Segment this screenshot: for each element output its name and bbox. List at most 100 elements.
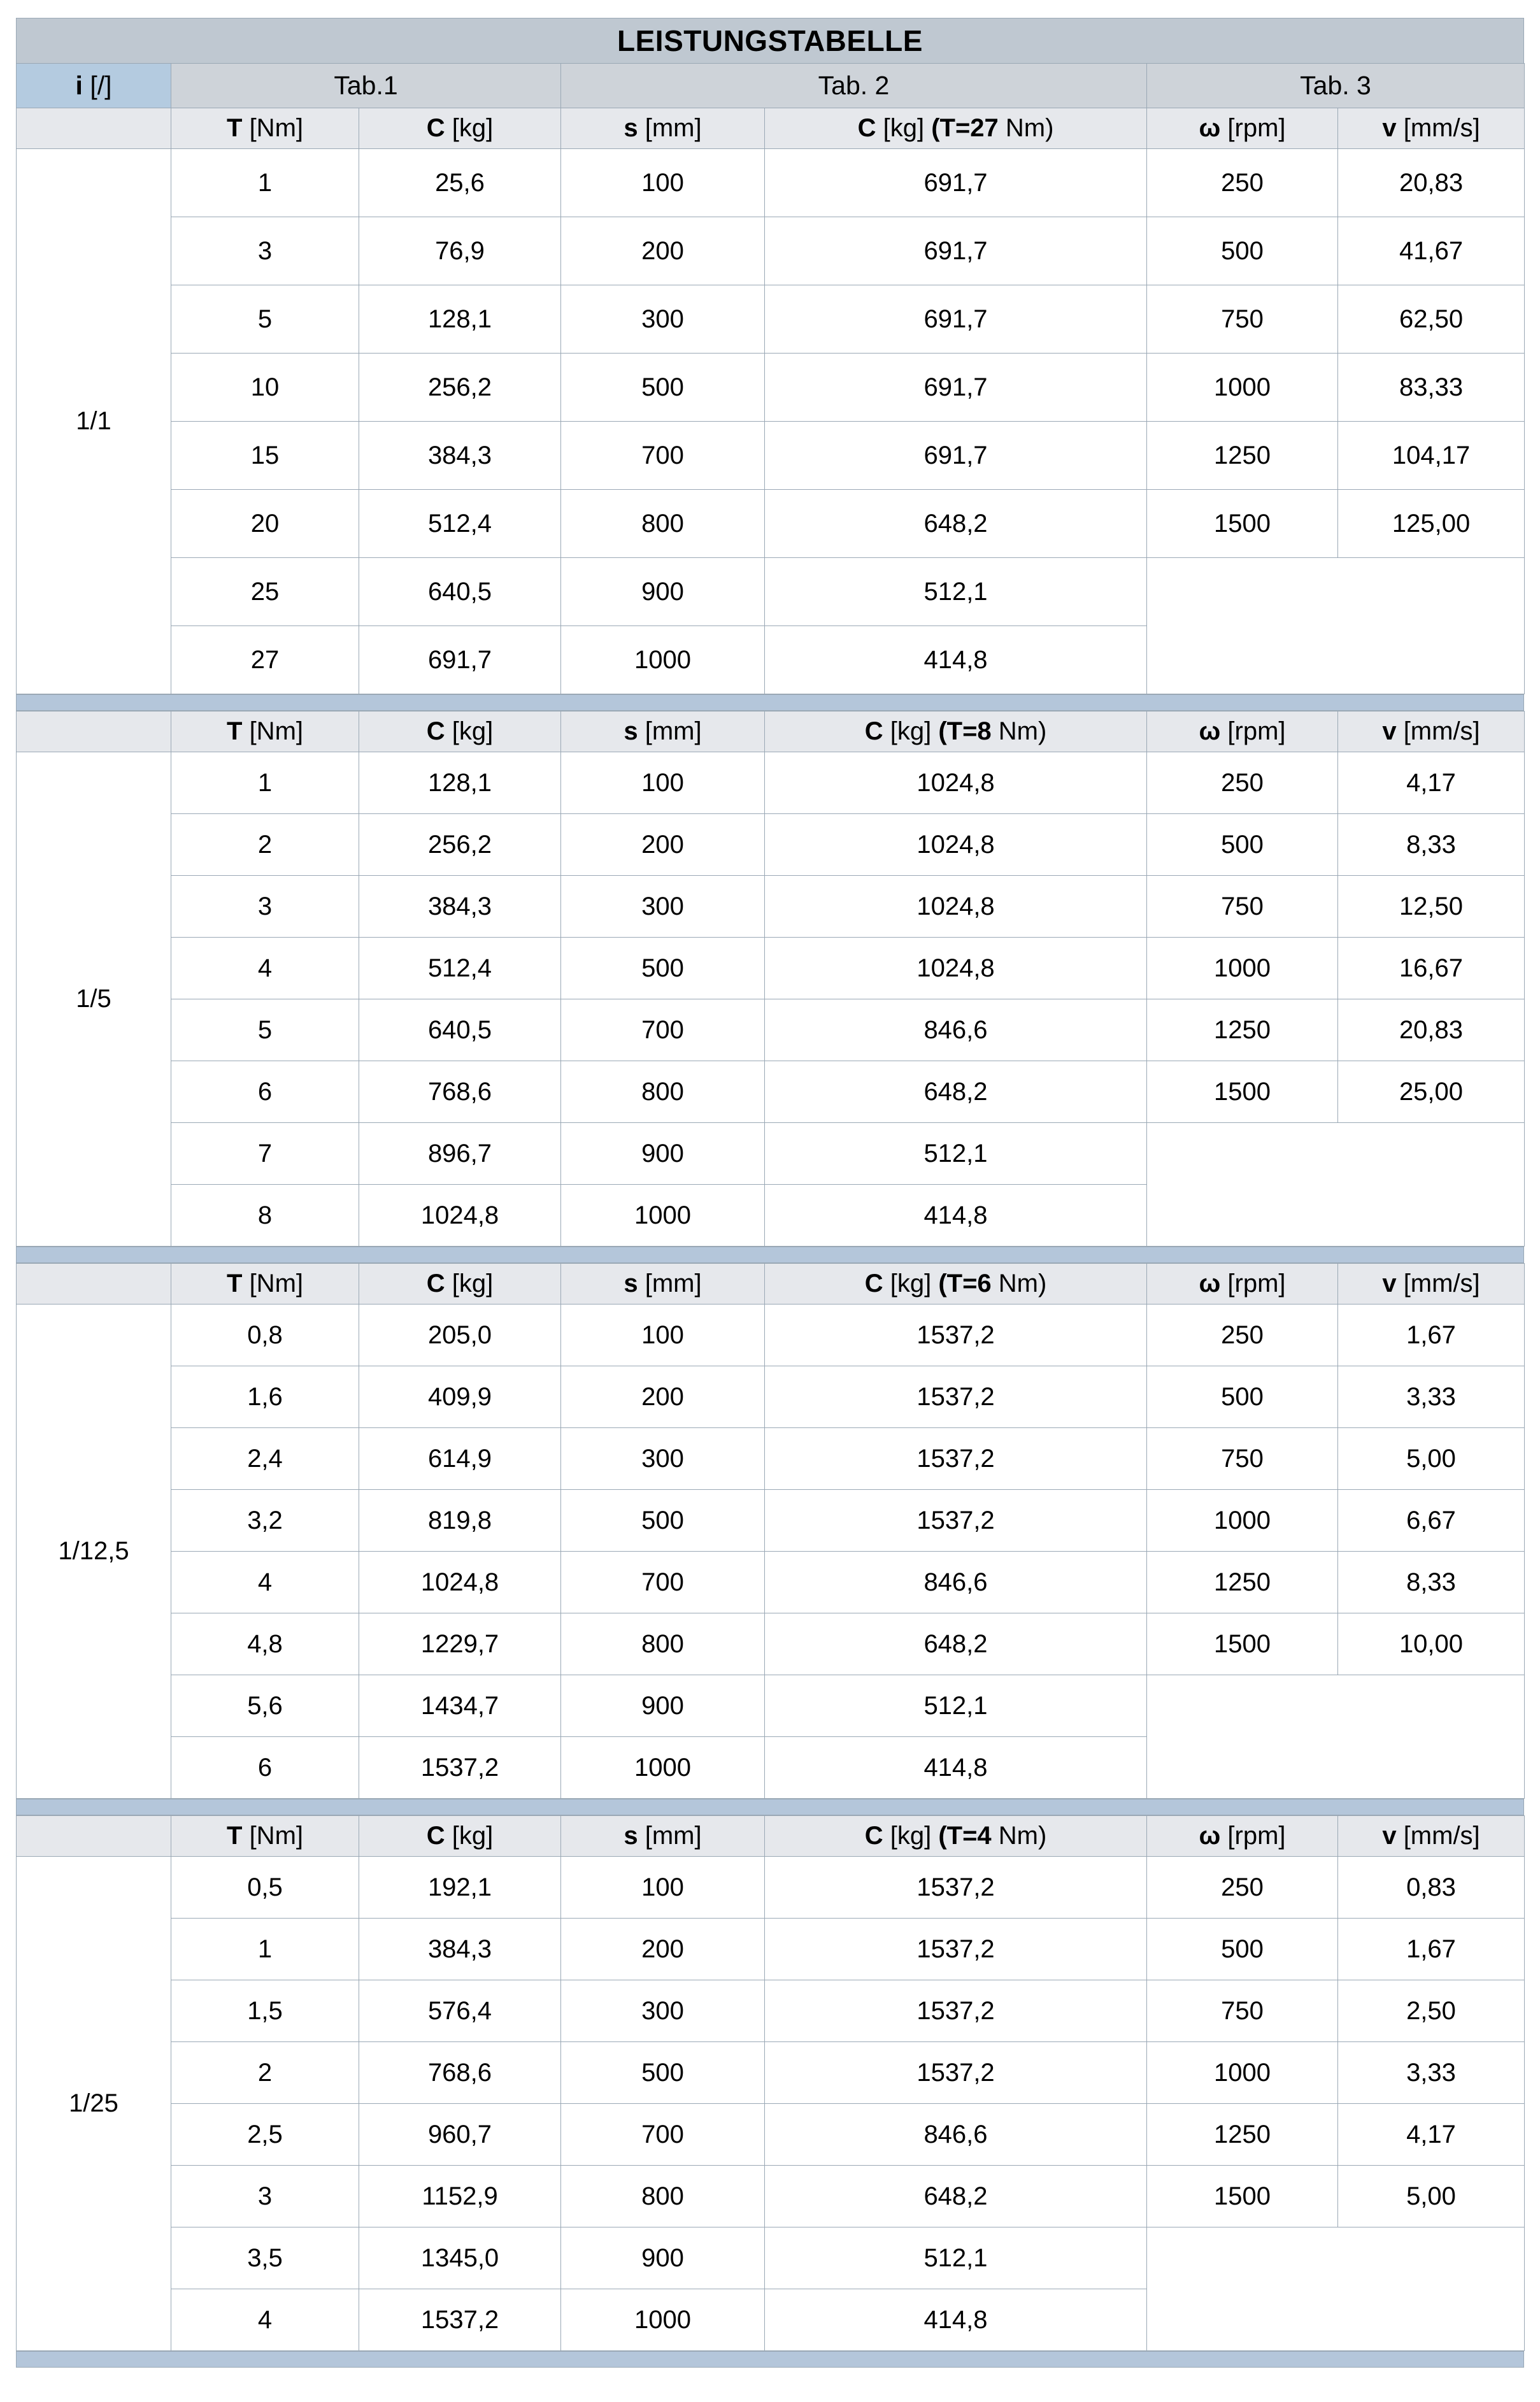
cell-c: 128,1 [359,285,561,354]
cell-v: 0,83 [1337,1856,1525,1919]
cell-c-fixed: 414,8 [764,1736,1147,1799]
cell-t: 1,5 [171,1980,359,2042]
cell-c-fixed: 1537,2 [764,2041,1147,2104]
col-header-v-unit: [mm/s] [1403,1269,1480,1298]
cell-t: 5 [171,999,359,1061]
cell-c-fixed: 1537,2 [764,1918,1147,1980]
col-header-v-unit: [mm/s] [1403,1822,1480,1850]
cell-omega: 1000 [1146,2041,1338,2104]
column-header-row: T [Nm] C [kg] s [mm] C [kg] (T=4 Nm) ω [… [16,1815,1525,1857]
ratio-label: 1/1 [16,148,171,694]
col-header-omega: ω [rpm] [1146,108,1339,149]
col-header-c-fixed-unit: [kg] [890,1269,932,1298]
col-header-c-symbol: C [426,1269,445,1298]
cell-c-fixed: 1537,2 [764,1856,1147,1919]
cell-t: 8 [171,1184,359,1247]
col-header-t-symbol: T [227,1269,243,1298]
cell-v: 1,67 [1337,1918,1525,1980]
table-row: 2 768,6 500 1537,2 1000 3,33 [17,2041,1525,2104]
cell-v: 41,67 [1337,217,1525,285]
cell-v: 1,67 [1337,1304,1525,1366]
col-header-t-unit: [Nm] [249,717,303,745]
cell-v: 6,67 [1337,1489,1525,1552]
col-header-omega: ω [rpm] [1146,1815,1338,1857]
cell-omega: 250 [1146,1304,1338,1366]
cell-c: 256,2 [359,813,561,876]
cell-c-fixed: 691,7 [764,421,1148,490]
col-header-s: s [mm] [560,108,765,149]
col-header-omega-symbol: ω [1199,1822,1221,1850]
cell-c: 1537,2 [359,2289,561,2351]
cell-v: 4,17 [1337,752,1525,814]
col-header-t: T [Nm] [171,108,359,149]
cell-c: 384,3 [359,875,561,938]
table-row: 4 1537,2 1000 414,8 [17,2289,1525,2351]
cell-v: 4,17 [1337,2103,1525,2166]
cell-t: 3 [171,2165,359,2227]
col-header-c: C [kg] [359,108,561,149]
cell-t: 1,6 [171,1366,359,1428]
cell-c-fixed: 846,6 [764,1551,1147,1613]
cell-t: 4 [171,937,359,999]
ratio-label: 1/5 [16,752,171,1247]
cell-s: 300 [560,1427,765,1490]
col-header-t: T [Nm] [171,1815,359,1857]
cell-c: 76,9 [359,217,561,285]
cell-s: 100 [560,1304,765,1366]
ratio-column-header: i [/] [16,63,171,108]
ratio-block-3: T [Nm] C [kg] s [mm] C [kg] (T=6 Nm) ω [… [16,1263,1525,1799]
cell-c-fixed: 1024,8 [764,752,1147,814]
cell-t: 2 [171,2041,359,2104]
cell-omega: 1250 [1146,2103,1338,2166]
table-row: 5,6 1434,7 900 512,1 [17,1675,1525,1799]
col-header-v: v [mm/s] [1337,711,1525,752]
cell-c: 256,2 [359,353,561,422]
col-header-omega: ω [rpm] [1146,1263,1338,1305]
cell-omega: 1250 [1146,999,1338,1061]
table-row: 2,4 614,9 300 1537,2 750 5,00 [17,1427,1525,1490]
col-header-torque-unit: Nm) [998,114,1054,142]
cell-c-fixed: 1024,8 [764,875,1147,938]
cell-omega: 750 [1146,285,1339,354]
cell-c: 768,6 [359,2041,561,2104]
table-row: 1,5 576,4 300 1537,2 750 2,50 [17,1980,1525,2042]
cell-omega: 500 [1146,1918,1338,1980]
cell-omega: 250 [1146,752,1338,814]
cell-s: 200 [560,1366,765,1428]
cell-c-fixed: 691,7 [764,285,1148,354]
col-header-c-fixed: C [kg] (T=6 Nm) [764,1263,1147,1305]
ratio-block-1: i [/] Tab.1 Tab. 2 Tab. 3 T [Nm] C [kg] … [16,63,1525,694]
table-bottom-band [16,2351,1524,2368]
cell-t: 1 [171,752,359,814]
cell-t: 10 [171,353,359,422]
cell-s: 900 [560,2227,765,2289]
cell-t: 4,8 [171,1613,359,1675]
cell-v: 62,50 [1337,285,1525,354]
cell-t: 4 [171,2289,359,2351]
cell-c: 1229,7 [359,1613,561,1675]
col-header-c-unit: [kg] [452,717,494,745]
table-row: 1,6 409,9 200 1537,2 500 3,33 [17,1366,1525,1428]
cell-s: 1000 [560,2289,765,2351]
cell-t: 5 [171,285,359,354]
cell-c-fixed: 512,1 [764,1122,1147,1185]
ratio-column-spacer [16,108,171,149]
cell-s: 500 [560,2041,765,2104]
col-header-c-unit: [kg] [452,1822,494,1850]
col-header-omega-unit: [rpm] [1227,1269,1286,1298]
col-header-v-symbol: v [1382,717,1397,745]
cell-c-fixed: 691,7 [764,148,1148,217]
col-header-s-symbol: s [624,114,638,142]
cell-omega: 1250 [1146,1551,1338,1613]
col-header-omega-unit: [rpm] [1227,114,1286,142]
cell-s: 900 [560,1675,765,1737]
cell-c: 960,7 [359,2103,561,2166]
block-separator-band [16,1799,1524,1815]
col-header-s-symbol: s [624,1269,638,1298]
cell-s: 800 [560,2165,765,2227]
cell-t: 15 [171,421,359,490]
ratio-block-4: T [Nm] C [kg] s [mm] C [kg] (T=4 Nm) ω [… [16,1815,1525,2351]
col-header-c-fixed: C [kg] (T=8 Nm) [764,711,1147,752]
ratio-column-spacer [16,1263,171,1305]
table-title: LEISTUNGSTABELLE [617,24,923,57]
